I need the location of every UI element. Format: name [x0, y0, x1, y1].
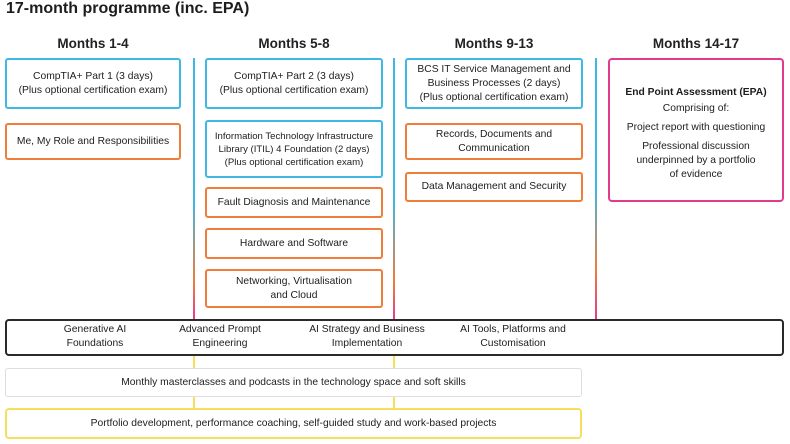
ai-tools-line1: AI Tools, Platforms and — [460, 324, 566, 335]
connector-tick — [393, 356, 395, 368]
column-divider-1 — [193, 58, 195, 320]
ai-tools-line2: Customisation — [480, 338, 546, 349]
module-itil-foundation: Information Technology Infrastructure Li… — [205, 120, 383, 178]
ai-prompt-engineering: Advanced Prompt Engineering — [145, 323, 295, 351]
column-divider-2 — [393, 58, 395, 320]
module-bcs-note: (Plus optional certification exam) — [419, 91, 569, 103]
module-records-line1: Records, Documents and — [435, 128, 553, 140]
module-itil-line1: Information Technology Infrastructure — [214, 130, 374, 142]
module-itil-note: (Plus optional certification exam) — [224, 156, 364, 168]
module-comptia-part-2: CompTIA+ Part 2 (3 days) (Plus optional … — [205, 58, 383, 109]
module-comptia-part-1: CompTIA+ Part 1 (3 days) (Plus optional … — [5, 58, 181, 109]
ai-strategy-line2: Implementation — [331, 338, 403, 349]
epa-card: End Point Assessment (EPA) Comprising of… — [608, 58, 784, 202]
ai-generative-foundations: Generative AI Foundations — [20, 323, 170, 351]
epa-discussion-line3: of evidence — [669, 169, 723, 180]
epa-project-report: Project report with questioning — [626, 122, 766, 133]
ai-prompt-line1: Advanced Prompt — [179, 324, 261, 335]
epa-comprising: Comprising of: — [662, 103, 730, 114]
module-comptia-part-1-title: CompTIA+ Part 1 (3 days) — [33, 70, 153, 82]
ai-strategy-implementation: AI Strategy and Business Implementation — [287, 323, 447, 351]
module-networking-line1: Networking, Virtualisation — [236, 275, 352, 287]
module-data-management: Data Management and Security — [405, 172, 583, 202]
column-heading-months-14-17: Months 14-17 — [652, 36, 740, 51]
column-heading-months-1-4: Months 1-4 — [57, 36, 129, 51]
portfolio-strip: Portfolio development, performance coach… — [5, 408, 582, 439]
ai-generative-line1: Generative AI — [63, 324, 127, 335]
module-networking: Networking, Virtualisation and Cloud — [205, 269, 383, 308]
module-fault-diagnosis: Fault Diagnosis and Maintenance — [205, 187, 383, 218]
connector-tick — [193, 356, 195, 368]
ai-prompt-line2: Engineering — [192, 338, 248, 349]
column-divider-3 — [595, 58, 597, 320]
ai-modules-strip — [5, 319, 784, 356]
connector-tick — [393, 396, 395, 408]
module-records-documents: Records, Documents and Communication — [405, 123, 583, 160]
module-records-line2: Communication — [458, 142, 530, 154]
column-heading-months-5-8: Months 5-8 — [258, 36, 330, 51]
module-comptia-part-2-title: CompTIA+ Part 2 (3 days) — [234, 70, 354, 82]
ai-strategy-line1: AI Strategy and Business — [309, 324, 425, 335]
ai-generative-line2: Foundations — [66, 338, 124, 349]
masterclasses-strip: Monthly masterclasses and podcasts in th… — [5, 368, 582, 397]
column-heading-months-9-13: Months 9-13 — [454, 36, 534, 51]
module-comptia-part-2-note: (Plus optional certification exam) — [219, 84, 369, 96]
epa-heading: End Point Assessment (EPA) — [625, 87, 767, 98]
epa-discussion-line2: underpinned by a portfolio — [636, 155, 756, 166]
module-bcs-line1: BCS IT Service Management and — [417, 63, 571, 75]
module-itil-line2: Library (ITIL) 4 Foundation (2 days) — [218, 143, 370, 155]
module-hardware-software: Hardware and Software — [205, 228, 383, 259]
epa-discussion-line1: Professional discussion — [642, 141, 750, 152]
ai-tools-platforms: AI Tools, Platforms and Customisation — [438, 323, 588, 351]
page-title: 17-month programme (inc. EPA) — [6, 0, 250, 17]
module-comptia-part-1-note: (Plus optional certification exam) — [18, 84, 168, 96]
module-networking-line2: and Cloud — [270, 289, 318, 301]
connector-tick — [193, 396, 195, 408]
module-bcs-it-service: BCS IT Service Management and Business P… — [405, 58, 583, 109]
module-me-my-role: Me, My Role and Responsibilities — [5, 123, 181, 160]
module-bcs-line2: Business Processes (2 days) — [427, 77, 561, 89]
